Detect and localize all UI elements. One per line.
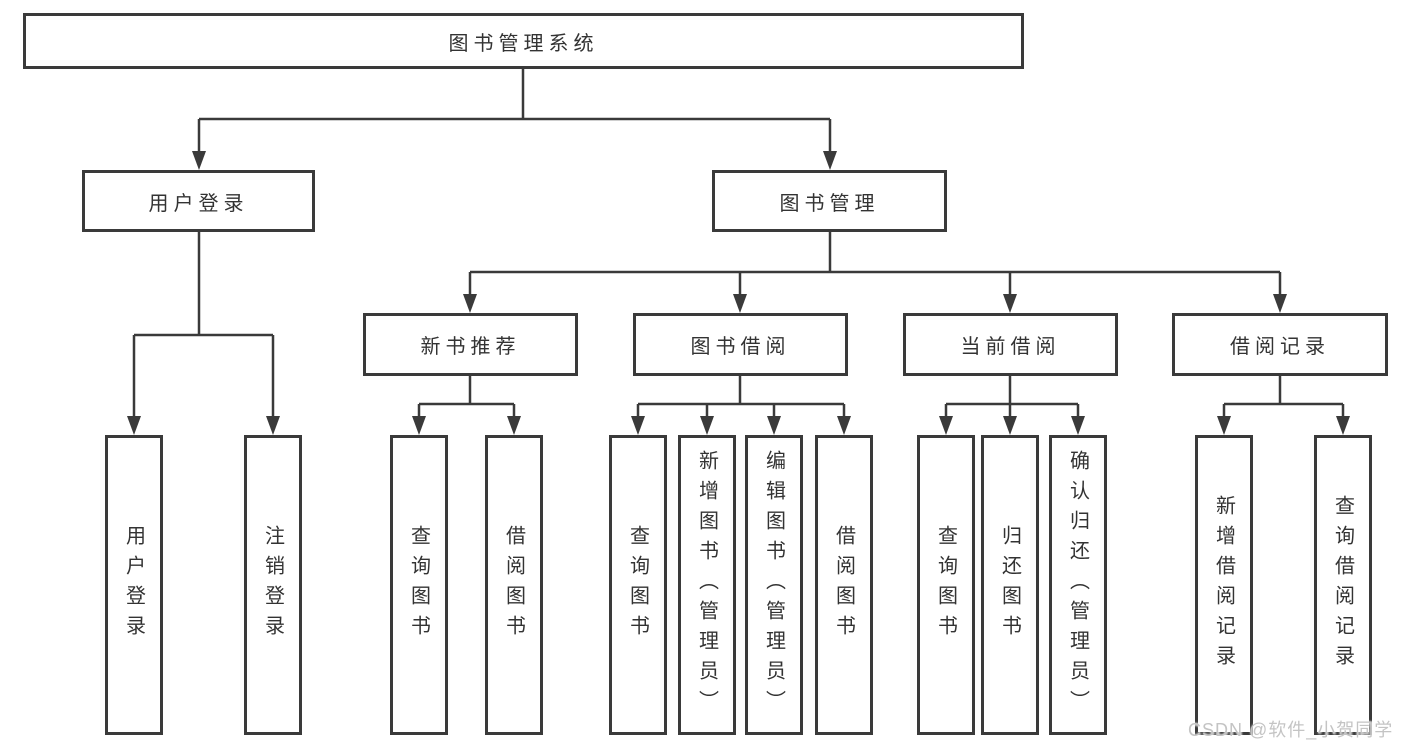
leaf-query-books-borrowing: 查询图书 xyxy=(609,435,667,735)
node-borrowing-records: 借阅记录 xyxy=(1172,313,1388,376)
leaf-edit-books-admin-label: 编辑图书（管理员） xyxy=(762,450,785,720)
leaf-return-books-label: 归还图书 xyxy=(998,525,1021,645)
arrowhead-icon xyxy=(1336,416,1350,435)
arrowhead-icon xyxy=(192,151,206,170)
node-book-management-label: 图书管理 xyxy=(779,192,880,215)
leaf-borrow-books-recommend-label: 借阅图书 xyxy=(502,525,525,645)
leaf-add-borrow-record: 新增借阅记录 xyxy=(1195,435,1253,735)
leaf-logout-login: 注销登录 xyxy=(244,435,302,735)
leaf-return-books: 归还图书 xyxy=(981,435,1039,735)
arrowhead-icon xyxy=(463,294,477,313)
arrowhead-icon xyxy=(767,416,781,435)
leaf-query-books-recommend: 查询图书 xyxy=(390,435,448,735)
leaf-add-books-admin-label: 新增图书（管理员） xyxy=(695,450,718,720)
leaf-logout-login-label: 注销登录 xyxy=(261,525,284,645)
arrowhead-icon xyxy=(700,416,714,435)
arrowhead-icon xyxy=(1003,416,1017,435)
arrowhead-icon xyxy=(939,416,953,435)
node-current-borrowing: 当前借阅 xyxy=(903,313,1118,376)
arrowhead-icon xyxy=(507,416,521,435)
leaf-add-borrow-record-label: 新增借阅记录 xyxy=(1212,495,1235,675)
arrowhead-icon xyxy=(631,416,645,435)
node-current-borrowing-label: 当前借阅 xyxy=(960,336,1061,358)
node-borrowing-records-label: 借阅记录 xyxy=(1230,336,1330,358)
node-library-system-label: 图书管理系统 xyxy=(448,32,599,55)
node-book-borrowing-label: 图书借阅 xyxy=(690,336,791,358)
watermark: CSDN @软件_小贺同学 xyxy=(1188,720,1394,740)
arrowhead-icon xyxy=(837,416,851,435)
leaf-user-login: 用户登录 xyxy=(105,435,163,735)
arrowhead-icon xyxy=(733,294,747,313)
arrowhead-icon xyxy=(1217,416,1231,435)
arrowhead-icon xyxy=(412,416,426,435)
leaf-add-books-admin: 新增图书（管理员） xyxy=(678,435,736,735)
leaf-query-books-borrowing-label: 查询图书 xyxy=(626,525,649,645)
leaf-borrow-books-label: 借阅图书 xyxy=(832,525,855,645)
node-book-borrowing: 图书借阅 xyxy=(633,313,848,376)
node-library-system: 图书管理系统 xyxy=(23,13,1024,69)
node-new-book-recommendation-label: 新书推荐 xyxy=(420,336,521,358)
leaf-user-login-label: 用户登录 xyxy=(122,525,145,645)
arrowhead-icon xyxy=(823,151,837,170)
leaf-query-books-current-label: 查询图书 xyxy=(934,525,957,645)
leaf-query-books-current: 查询图书 xyxy=(917,435,975,735)
arrowhead-icon xyxy=(1273,294,1287,313)
arrowhead-icon xyxy=(1003,294,1017,313)
connector-lines xyxy=(132,69,1345,418)
arrowhead-icon xyxy=(127,416,141,435)
leaf-query-borrow-record: 查询借阅记录 xyxy=(1314,435,1372,735)
leaf-confirm-return-admin-label: 确认归还（管理员） xyxy=(1066,450,1089,720)
leaf-confirm-return-admin: 确认归还（管理员） xyxy=(1049,435,1107,735)
node-user-login: 用户登录 xyxy=(82,170,315,232)
leaf-borrow-books: 借阅图书 xyxy=(815,435,873,735)
node-book-management: 图书管理 xyxy=(712,170,947,232)
arrowhead-icon xyxy=(266,416,280,435)
leaf-borrow-books-recommend: 借阅图书 xyxy=(485,435,543,735)
node-user-login-label: 用户登录 xyxy=(148,192,249,215)
node-new-book-recommendation: 新书推荐 xyxy=(363,313,578,376)
leaf-edit-books-admin: 编辑图书（管理员） xyxy=(745,435,803,735)
leaf-query-borrow-record-label: 查询借阅记录 xyxy=(1331,495,1354,675)
leaf-query-books-recommend-label: 查询图书 xyxy=(407,525,430,645)
arrowhead-icon xyxy=(1071,416,1085,435)
